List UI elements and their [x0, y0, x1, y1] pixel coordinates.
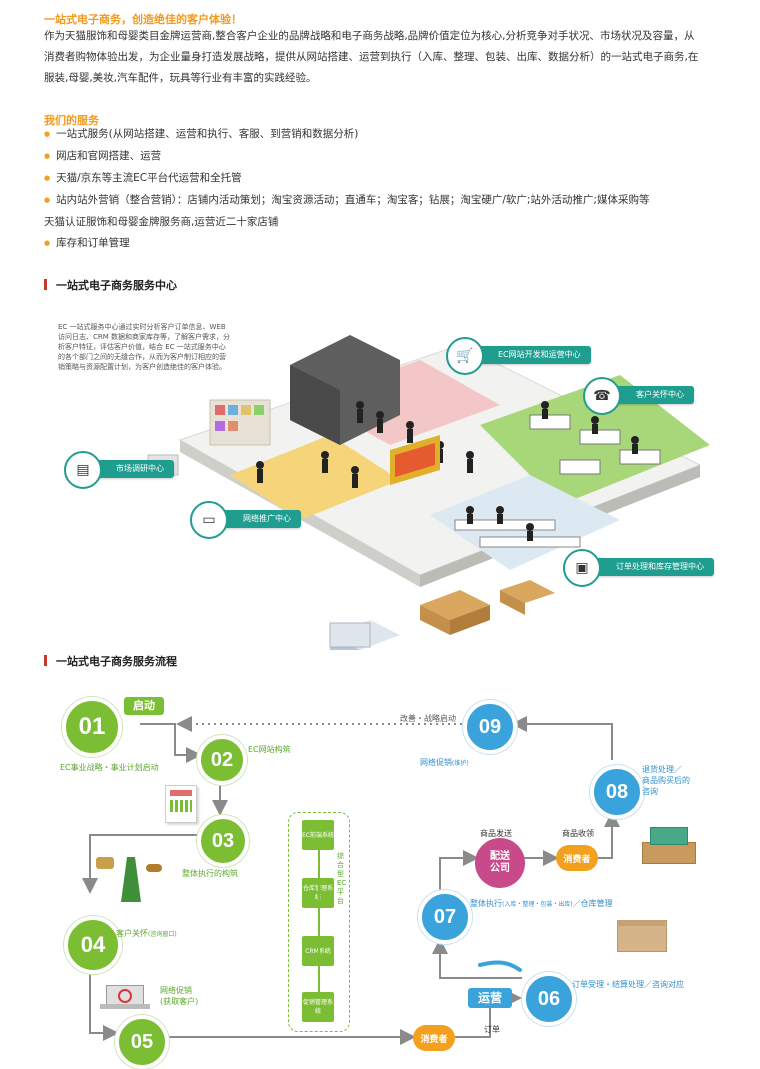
intro-line: 作为天猫服饰和母婴类目金牌运营商,整合客户企业的品牌战略和电子商务战略,品牌价值…	[44, 30, 695, 42]
cardboard-box-icon	[613, 914, 669, 954]
center-desc-line: 的各个部门之间的无缝合作，从而为客户制订相应的营	[58, 353, 226, 361]
step-06-label: 订单受理・结算处理／咨询对应	[572, 980, 684, 989]
goods-send-label: 商品发送	[480, 829, 512, 838]
step-05: 05	[115, 1015, 169, 1069]
order-label: 订单	[484, 1025, 500, 1034]
center-desc-line: 析客户特征，评估客户价值，结合 EC 一站式服务中心	[58, 343, 226, 351]
shopping-cart-icon: 🛒	[446, 337, 484, 375]
section-bar	[44, 279, 47, 290]
ec-column-line	[318, 850, 320, 992]
intro-line: 服装,母婴,美妆,汽车配件，玩具等行业有丰富的实践经验。	[44, 72, 317, 84]
fashion-goods-icon	[96, 852, 166, 907]
intro-line: 消费者购物体验出发，为企业量身打造发展战略，提供从网站搭建、运营到执行（入库、整…	[44, 51, 699, 63]
step-03: 03	[197, 815, 249, 867]
flow-title-text: 一站式电子商务服务流程	[56, 655, 177, 668]
step-06: 06	[522, 972, 576, 1026]
center-desc-line: 访问日志、CRM 数据和商家库存等，了解客户需求，分	[58, 333, 231, 341]
step-07-label: 整体执行(入库・整理・包装・出库)／仓库管理	[470, 898, 613, 909]
step-08-label: 退货处理／ 商品购买后的 咨询	[642, 764, 690, 797]
step-07-label-text: 整体执行	[470, 899, 502, 908]
flow-section-title: 一站式电子商务服务流程	[44, 653, 177, 669]
delivery-company-node: 配送 公司	[475, 838, 525, 888]
service-item: 天猫/京东等主流EC平台代运营和全托管	[44, 168, 744, 190]
service-extra-line: 天猫认证服饰和母婴金牌服务商,运营近二十家店铺	[44, 216, 279, 228]
callout-customer-care: 客户关怀中心	[600, 386, 694, 404]
headset-icon: ☎	[583, 377, 621, 415]
improve-label: 改善・战略启动	[400, 714, 456, 723]
step-04-label: 客户关怀(咨询窗口)	[116, 928, 177, 939]
ec-platform-frame	[288, 812, 350, 1032]
step-09-label: 网络促销(维护)	[420, 757, 469, 768]
step-08: 08	[590, 765, 644, 819]
service-item: 网店和官网搭建、运营	[44, 146, 744, 168]
callout-order-inventory: 订单处理和库存管理中心	[580, 558, 714, 576]
callout-ec-center: EC网站开发和运营中心	[462, 346, 591, 364]
center-desc-line: EC 一站式服务中心通过实时分析客户订单信息、WEB	[58, 323, 226, 331]
step-08-label-a: 退货处理／	[642, 765, 682, 774]
step-04: 04	[64, 916, 122, 974]
step-05-label: 网络促销 (获取客户)	[160, 985, 198, 1007]
callout-market-research: 市场调研中心	[80, 460, 174, 478]
step-05-label-b: (获取客户)	[160, 997, 199, 1006]
goods-stack-icon	[632, 822, 702, 867]
ec-box-frontend: EC前端系统	[302, 820, 334, 850]
step-04-label-text: 客户关怀	[116, 929, 148, 938]
step-03-label: 整体执行的构筑	[182, 869, 238, 878]
step-01: 01	[62, 697, 122, 757]
step-04-label-note: (咨询窗口)	[148, 931, 177, 938]
goods-recv-label: 商品收领	[562, 829, 594, 838]
step-05-label-a: 网络促销	[160, 986, 192, 995]
service-item: 库存和订单管理	[44, 233, 744, 255]
step-09-label-text: 网络促销	[420, 758, 452, 767]
section-bar	[44, 655, 47, 666]
start-badge: 启动	[124, 697, 164, 715]
chart-icon: ▤	[64, 451, 102, 489]
center-section-title: 一站式电子商务服务中心	[44, 277, 177, 293]
step-08-label-b: 商品购买后的	[642, 776, 690, 785]
intro-title: 一站式电子商务，创造绝佳的客户体验！	[44, 13, 242, 26]
consumer-node-top: 消费者	[556, 845, 598, 871]
consumer-node-bottom: 消费者	[413, 1025, 455, 1051]
center-desc-line: 销策略与资源配置计划，为客户创造绝佳的客户体验。	[58, 363, 226, 371]
step-08-label-c: 咨询	[642, 787, 658, 796]
package-icon: ▣	[563, 549, 601, 587]
services-list: 一站式服务(从网站搭建、运营和执行、客服、到营销和数据分析) 网店和官网搭建、运…	[44, 124, 744, 255]
step-02: 02	[197, 735, 247, 785]
callout-network-promo: 网络推广中心	[207, 510, 301, 528]
step-07: 07	[418, 890, 472, 944]
ec-box-promotion: 促销管理系统	[302, 992, 334, 1022]
step-07-label-tail: ／仓库管理	[572, 899, 613, 908]
operation-badge: 运营	[468, 988, 512, 1008]
step-09: 09	[463, 700, 517, 754]
laptop-icon	[100, 985, 150, 1011]
ec-platform-label: 综合型EC平台	[337, 852, 347, 905]
intro-paragraph: 作为天猫服饰和母婴类目金牌运营商,整合客户企业的品牌战略和电子商务战略,品牌价值…	[44, 26, 744, 89]
center-title-text: 一站式电子商务服务中心	[56, 279, 177, 292]
step-01-label: EC事业战略・事业计划启动	[60, 763, 159, 772]
step-09-label-note: (维护)	[452, 760, 469, 767]
service-item: 一站式服务(从网站搭建、运营和执行、客服、到营销和数据分析)	[44, 124, 744, 146]
step-02-label: EC网站构筑	[248, 745, 291, 754]
step-07-label-note: (入库・整理・包装・出库)	[502, 901, 573, 908]
center-description: EC 一站式服务中心通过实时分析客户订单信息、WEB 访问日志、CRM 数据和商…	[58, 322, 268, 372]
document-icon	[165, 785, 197, 823]
monitor-icon: ▭	[190, 501, 228, 539]
service-item: 站内站外营销（整合营销）：店铺内活动策划；淘宝资源活动；直通车；淘宝客；钻展；淘…	[44, 190, 744, 212]
